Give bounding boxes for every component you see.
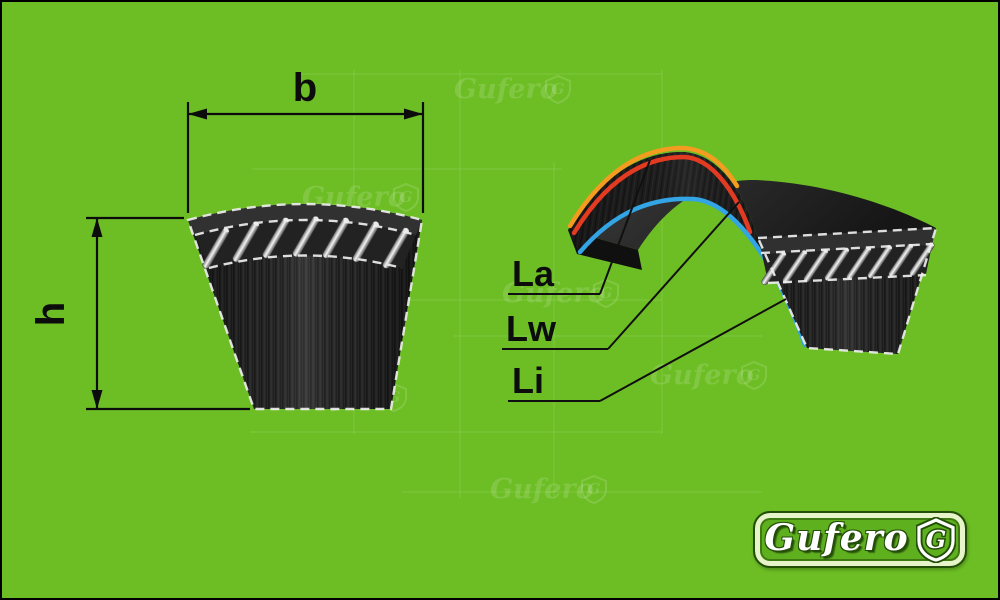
logo-shield: G — [915, 516, 956, 563]
arrow-down-icon — [91, 390, 103, 409]
inner-length-label: Li — [512, 360, 544, 401]
logo-monogram: G — [925, 525, 946, 554]
svg-text:Gufero: Gufero — [490, 474, 594, 505]
gufero-logo-badge: Gufero G — [753, 511, 967, 568]
dashed-section-outline — [756, 226, 938, 356]
arrow-up-icon — [91, 218, 103, 237]
callout-outer-length: La — [508, 159, 651, 295]
watermark-shield-icon — [593, 278, 619, 309]
leader-line — [607, 201, 740, 350]
svg-text:G: G — [748, 366, 761, 384]
height-label: h — [29, 302, 73, 326]
watermark-shield-icon — [741, 360, 767, 391]
dimension-width: b — [186, 66, 425, 213]
dashed-section-cord-line — [767, 273, 927, 285]
belt-side-shade — [568, 152, 806, 348]
svg-text:Gufero: Gufero — [454, 74, 558, 105]
arrow-left-icon — [188, 108, 207, 120]
svg-text:G: G — [552, 80, 565, 98]
dashed-section-cap-line — [760, 242, 934, 255]
logo-brand-text: Gufero — [764, 516, 909, 559]
shield-outline-icon — [917, 517, 955, 562]
callout-pitch-length: Lw — [502, 201, 740, 350]
watermark-shield-icon — [393, 182, 419, 213]
leader-line — [599, 298, 787, 402]
watermark-shield-icon — [545, 74, 571, 105]
watermark: Gufero G — [490, 474, 607, 505]
dimension-height: h — [29, 216, 250, 411]
watermark: Gufero G — [454, 74, 571, 105]
svg-text:G: G — [588, 480, 601, 498]
arrow-right-icon — [404, 108, 423, 120]
dashed-cord-line — [208, 254, 403, 270]
svg-text:G: G — [600, 284, 613, 302]
perspective-view: La Lw Li — [502, 145, 938, 402]
dashed-cap-line — [194, 218, 417, 237]
cross-section-view: b h — [29, 66, 425, 411]
width-label: b — [293, 66, 317, 110]
watermark-shield-icon — [581, 474, 607, 505]
outer-length-label: La — [512, 253, 555, 294]
dashed-outline — [186, 202, 424, 411]
svg-text:G: G — [400, 188, 413, 206]
leader-line — [599, 159, 651, 295]
pitch-length-label: Lw — [506, 308, 557, 349]
outer-length-line — [567, 145, 740, 229]
section-top-cap — [758, 228, 936, 254]
callout-inner-length: Li — [508, 298, 787, 402]
pitch-length-line — [571, 154, 753, 236]
